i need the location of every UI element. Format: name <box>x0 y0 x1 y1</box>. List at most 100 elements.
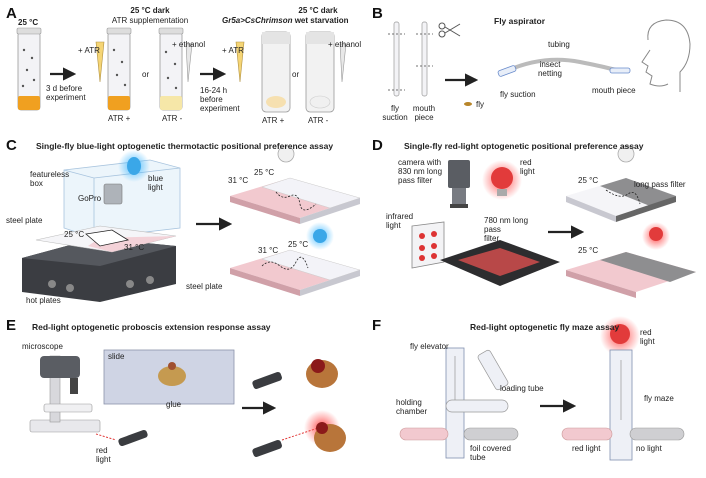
f-no-light: no light <box>636 444 662 453</box>
b-fly: fly <box>476 100 484 109</box>
panel-b <box>388 19 691 106</box>
microscope-icon <box>29 355 101 433</box>
aspirator <box>497 57 631 77</box>
c-t25-r1: 25 °C <box>254 168 275 177</box>
slide-e <box>103 349 235 405</box>
panel-letter-e: E <box>6 317 17 334</box>
plate-c-bottom <box>230 222 361 296</box>
pipette-atr-2 <box>235 41 245 83</box>
e-slide: slide <box>108 352 125 361</box>
e-glue: glue <box>166 400 182 409</box>
panel-letter-f: F <box>372 317 382 334</box>
fly-maze <box>609 349 633 461</box>
arena-d <box>440 240 560 286</box>
b-mouth-piece: mouth piece <box>412 104 436 122</box>
d-infrared: infrared light <box>386 212 414 230</box>
vial-atr-minus <box>158 27 184 111</box>
pipette-atr <box>95 41 105 83</box>
loading-tube <box>477 349 509 391</box>
laser-pointer-e2 <box>252 371 282 389</box>
e-red-light: red light <box>96 446 111 464</box>
plate-d-top <box>566 145 676 222</box>
d-red-light: red light <box>520 158 535 176</box>
pipette-ethanol <box>185 43 193 83</box>
laser-pointer-e3 <box>252 439 282 457</box>
f-foil-covered-tube: foil covered tube <box>470 444 511 462</box>
c-steel-plate-2: steel plate <box>186 282 223 291</box>
red-bulb-d2 <box>649 227 663 241</box>
c-steel-plate: steel plate <box>6 216 43 225</box>
d-title: Single-fly red-light optogenetic positio… <box>404 141 644 151</box>
fly-icon <box>464 102 472 106</box>
f-holding-chamber: holding chamber <box>396 398 428 416</box>
vial-start <box>16 27 42 111</box>
red-bulb-f <box>610 324 630 344</box>
panel-letter-b: B <box>372 5 383 22</box>
panel-f <box>399 316 685 461</box>
b-tubing: tubing <box>548 40 570 49</box>
panel-d <box>411 145 696 298</box>
panel-e <box>29 349 346 457</box>
b-title: Fly aspirator <box>494 16 546 26</box>
a-plus-atr-2: + ATR <box>222 46 244 55</box>
a-title2: 25 °C dark <box>298 6 338 15</box>
c-t31-r2: 31 °C <box>258 246 279 255</box>
c-gopro: GoPro <box>78 194 102 203</box>
f-red-light: red light <box>572 444 601 453</box>
panel-letter-d: D <box>372 137 383 154</box>
plate-c-top <box>230 145 361 224</box>
a-plus-ethanol: + ethanol <box>172 40 206 49</box>
vial-starvation-minus <box>305 31 335 113</box>
a-or-2: or <box>292 70 300 79</box>
a-or: or <box>142 70 150 79</box>
gopro-icon <box>103 183 123 205</box>
maze-red-arm <box>561 427 613 441</box>
a-atr-plus-2: ATR + <box>262 116 285 125</box>
a-title2-suffix: wet starvation <box>292 16 349 25</box>
a-sub1: ATR supplementation <box>111 16 189 25</box>
panel-c <box>22 145 361 302</box>
a-title1: 25 °C dark <box>130 6 170 15</box>
c-t25: 25 °C <box>64 230 85 239</box>
b-insect-netting: insect netting <box>537 60 563 78</box>
c-featureless-box: featureless box <box>30 170 70 188</box>
a-timing2: 16-24 h before experiment <box>200 86 240 113</box>
bulb-off <box>277 145 295 163</box>
camera-icon <box>448 160 470 208</box>
bulb-blue <box>313 229 327 243</box>
holding-chamber <box>445 399 509 413</box>
a-atr-plus: ATR + <box>108 114 131 123</box>
a-atr-minus-2: ATR - <box>308 116 329 125</box>
b-fly-suction-2: fly suction <box>500 90 536 99</box>
a-temp-start: 25 °C <box>18 18 39 27</box>
fly-head-top <box>306 359 338 388</box>
c-title: Single-fly blue-light optogenetic thermo… <box>36 141 334 151</box>
f-title: Red-light optogenetic fly maze assay <box>470 322 620 332</box>
panel-letter-c: C <box>6 137 17 154</box>
c-hot-plates: hot plates <box>26 296 61 305</box>
f-fly-elevator: fly elevator <box>410 342 449 351</box>
f-red-light-top: red light <box>640 328 655 346</box>
red-bulb-d <box>491 167 513 189</box>
scissors-icon <box>438 22 461 38</box>
a-plus-atr: + ATR <box>78 46 100 55</box>
c-t31: 31 °C <box>124 243 145 252</box>
red-tube-left <box>399 427 449 441</box>
blue-bulb <box>127 157 141 175</box>
panel-letter-a: A <box>6 5 17 22</box>
d-camera: camera with 830 nm long pass filter <box>398 158 443 185</box>
a-plus-ethanol-2: + ethanol <box>328 40 362 49</box>
fly-suction-tube <box>388 21 405 97</box>
fly-head-bottom <box>314 422 346 452</box>
vial-atr-plus <box>106 27 132 111</box>
b-mouth-piece-2: mouth piece <box>592 86 636 95</box>
c-t31-r1: 31 °C <box>228 176 249 185</box>
a-genotype: Gr5a>CsChrimson <box>222 16 293 25</box>
maze-dark-arm <box>629 427 685 441</box>
a-title2-line: Gr5a>CsChrimson wet starvation <box>222 16 348 25</box>
d-t25-top: 25 °C <box>578 176 599 185</box>
c-blue-light: blue light <box>148 174 164 192</box>
d-t25-bottom: 25 °C <box>578 246 599 255</box>
head-icon <box>641 19 691 92</box>
